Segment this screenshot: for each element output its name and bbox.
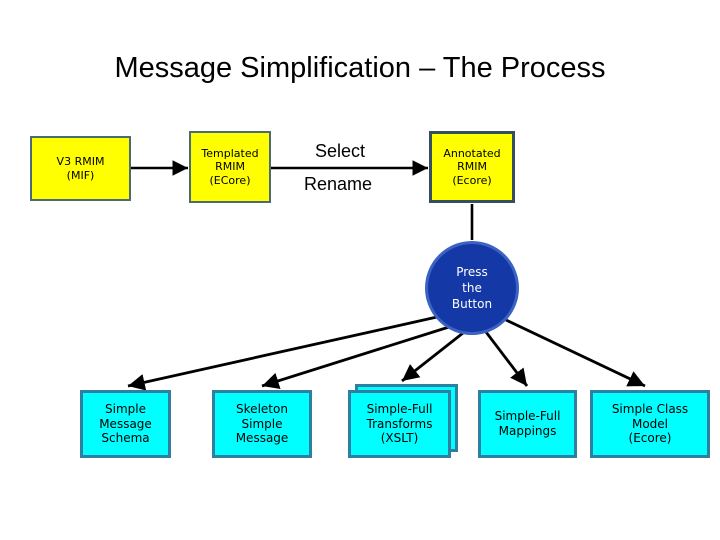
- node-line: Templated: [201, 146, 259, 160]
- edge-label-rename: Rename: [304, 174, 373, 194]
- node-line: Transforms: [366, 416, 433, 431]
- node-v3-rmim[interactable]: V3 RMIM (MIF): [30, 136, 131, 201]
- node-line: RMIM: [457, 160, 487, 174]
- node-line: Simple-Full: [366, 402, 433, 417]
- arrow-button-to-simple-class-model: [505, 318, 646, 388]
- node-templated-rmim[interactable]: Templated RMIM (ECore): [189, 131, 271, 203]
- node-press-the-button[interactable]: Press the Button: [425, 241, 519, 335]
- arrow-button-to-simple-message-schema: [127, 315, 438, 391]
- node-simple-full-transforms[interactable]: Simple-Full Transforms (XSLT): [348, 390, 451, 458]
- node-simple-class-model[interactable]: Simple Class Model (Ecore): [590, 390, 710, 458]
- page-title: Message Simplification – The Process: [114, 52, 606, 84]
- node-line: Button: [451, 297, 493, 312]
- node-line: Simple: [105, 402, 146, 417]
- arrow-button-to-simple-full-transforms: [401, 331, 464, 383]
- node-line: (XSLT): [380, 431, 419, 446]
- node-line: the: [462, 280, 482, 295]
- node-line: Simple: [241, 416, 283, 431]
- node-line: Mappings: [498, 424, 557, 438]
- node-line: (MIF): [66, 168, 95, 182]
- node-line: (Ecore): [628, 431, 672, 446]
- arrow-button-to-skeleton-simple-message: [261, 325, 450, 389]
- node-line: (Ecore): [452, 173, 492, 187]
- node-line: Simple Class: [611, 402, 689, 417]
- node-line: Simple-Full: [494, 409, 561, 424]
- node-line: Model: [631, 416, 669, 431]
- node-line: Message: [235, 431, 289, 446]
- node-line: Skeleton: [236, 402, 288, 417]
- node-skeleton-simple-message[interactable]: Skeleton Simple Message: [212, 390, 312, 458]
- edge-label-select: Select: [315, 141, 366, 161]
- node-simple-full-mappings[interactable]: Simple-Full Mappings: [478, 390, 577, 458]
- node-line: V3 RMIM: [56, 155, 105, 169]
- node-line: Schema: [101, 431, 150, 446]
- node-line: Message: [99, 416, 152, 431]
- node-line: (ECore): [209, 173, 251, 187]
- arrow-button-to-simple-full-mappings: [484, 331, 529, 387]
- node-line: Press: [456, 264, 488, 279]
- node-simple-message-schema[interactable]: Simple Message Schema: [80, 390, 171, 458]
- node-line: RMIM: [215, 160, 245, 174]
- node-annotated-rmim[interactable]: Annotated RMIM (Ecore): [429, 131, 515, 203]
- node-line: Annotated: [443, 146, 501, 160]
